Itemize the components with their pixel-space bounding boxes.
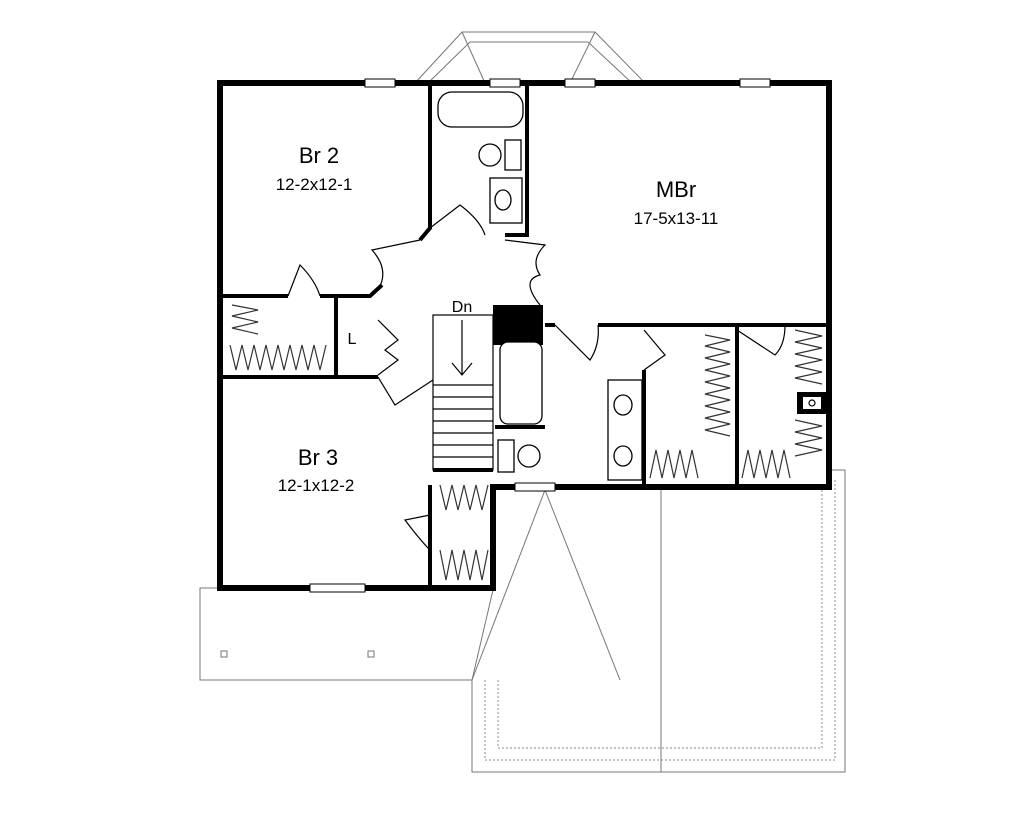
room-size-br3: 12-1x12-2 bbox=[278, 476, 355, 495]
toilet-icon bbox=[478, 143, 502, 167]
stairs bbox=[432, 314, 494, 471]
bathtub-icon bbox=[437, 91, 524, 128]
linen-closet-label: L bbox=[348, 331, 357, 348]
room-name-mbr: MBr bbox=[656, 177, 696, 202]
closet-shelving bbox=[229, 304, 823, 581]
garage-roof bbox=[471, 469, 846, 773]
bay-roof bbox=[413, 31, 647, 84]
doors bbox=[287, 204, 786, 551]
toilet-icon bbox=[517, 444, 541, 468]
porch-roof bbox=[199, 587, 472, 681]
room-name-br2: Br 2 bbox=[299, 143, 339, 168]
room-name-br3: Br 3 bbox=[298, 445, 338, 470]
stairs-down-label: Dn bbox=[452, 299, 472, 316]
bathtub-icon bbox=[499, 341, 543, 425]
bath-fixtures bbox=[437, 91, 643, 481]
room-size-mbr: 17-5x13-11 bbox=[634, 209, 719, 228]
exterior-walls bbox=[217, 78, 832, 593]
room-size-br2: 12-2x12-1 bbox=[276, 175, 353, 194]
